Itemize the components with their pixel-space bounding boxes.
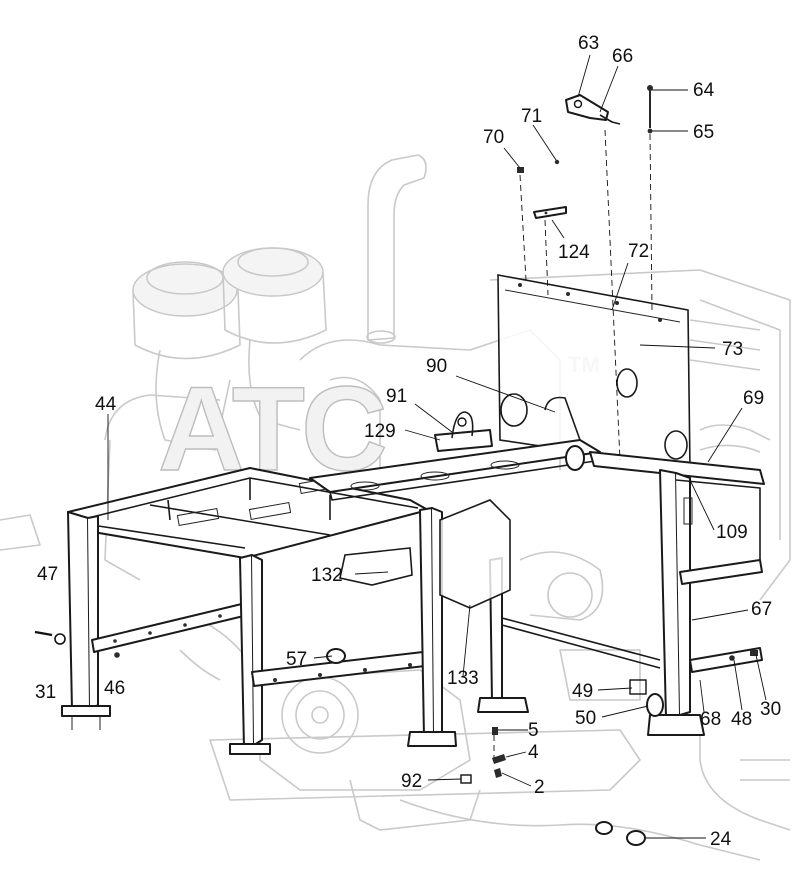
callout-109: 109 bbox=[716, 522, 748, 543]
main-frame bbox=[61, 396, 765, 755]
callout-68: 68 bbox=[700, 709, 721, 730]
callout-46: 46 bbox=[104, 678, 125, 699]
callout-50: 50 bbox=[575, 708, 596, 729]
callout-73: 73 bbox=[722, 339, 743, 360]
callout-31: 31 bbox=[35, 682, 56, 703]
callout-92: 92 bbox=[401, 771, 422, 792]
assembly-lines bbox=[493, 129, 653, 758]
callout-47: 47 bbox=[37, 564, 58, 585]
callout-90: 90 bbox=[426, 356, 447, 377]
callout-129: 129 bbox=[364, 421, 396, 442]
callout-132: 132 bbox=[311, 565, 343, 586]
leader-lines bbox=[107, 54, 767, 839]
callout-57: 57 bbox=[286, 649, 307, 670]
hardware-parts bbox=[34, 85, 758, 846]
callout-30: 30 bbox=[760, 699, 781, 720]
callout-72: 72 bbox=[628, 241, 649, 262]
callout-44: 44 bbox=[95, 394, 117, 415]
callout-91: 91 bbox=[386, 386, 407, 407]
engine-ghost bbox=[0, 154, 791, 861]
callout-69: 69 bbox=[743, 388, 764, 409]
callout-70: 70 bbox=[483, 127, 504, 148]
callout-124: 124 bbox=[558, 242, 590, 263]
callout-67: 67 bbox=[751, 599, 772, 620]
callout-5: 5 bbox=[528, 720, 539, 741]
callout-71: 71 bbox=[521, 106, 542, 127]
callout-63: 63 bbox=[578, 33, 599, 54]
callout-24: 24 bbox=[710, 829, 732, 850]
callout-66: 66 bbox=[612, 46, 633, 67]
callout-2: 2 bbox=[534, 777, 545, 798]
callout-4: 4 bbox=[528, 742, 539, 763]
callout-labels: 63 66 64 65 71 70 124 72 73 90 91 69 129… bbox=[35, 33, 781, 850]
callout-133: 133 bbox=[447, 668, 479, 689]
callout-64: 64 bbox=[693, 80, 715, 101]
callout-65: 65 bbox=[693, 122, 714, 143]
callout-48: 48 bbox=[731, 709, 752, 730]
panel-73 bbox=[497, 274, 691, 471]
callout-49: 49 bbox=[572, 681, 593, 702]
